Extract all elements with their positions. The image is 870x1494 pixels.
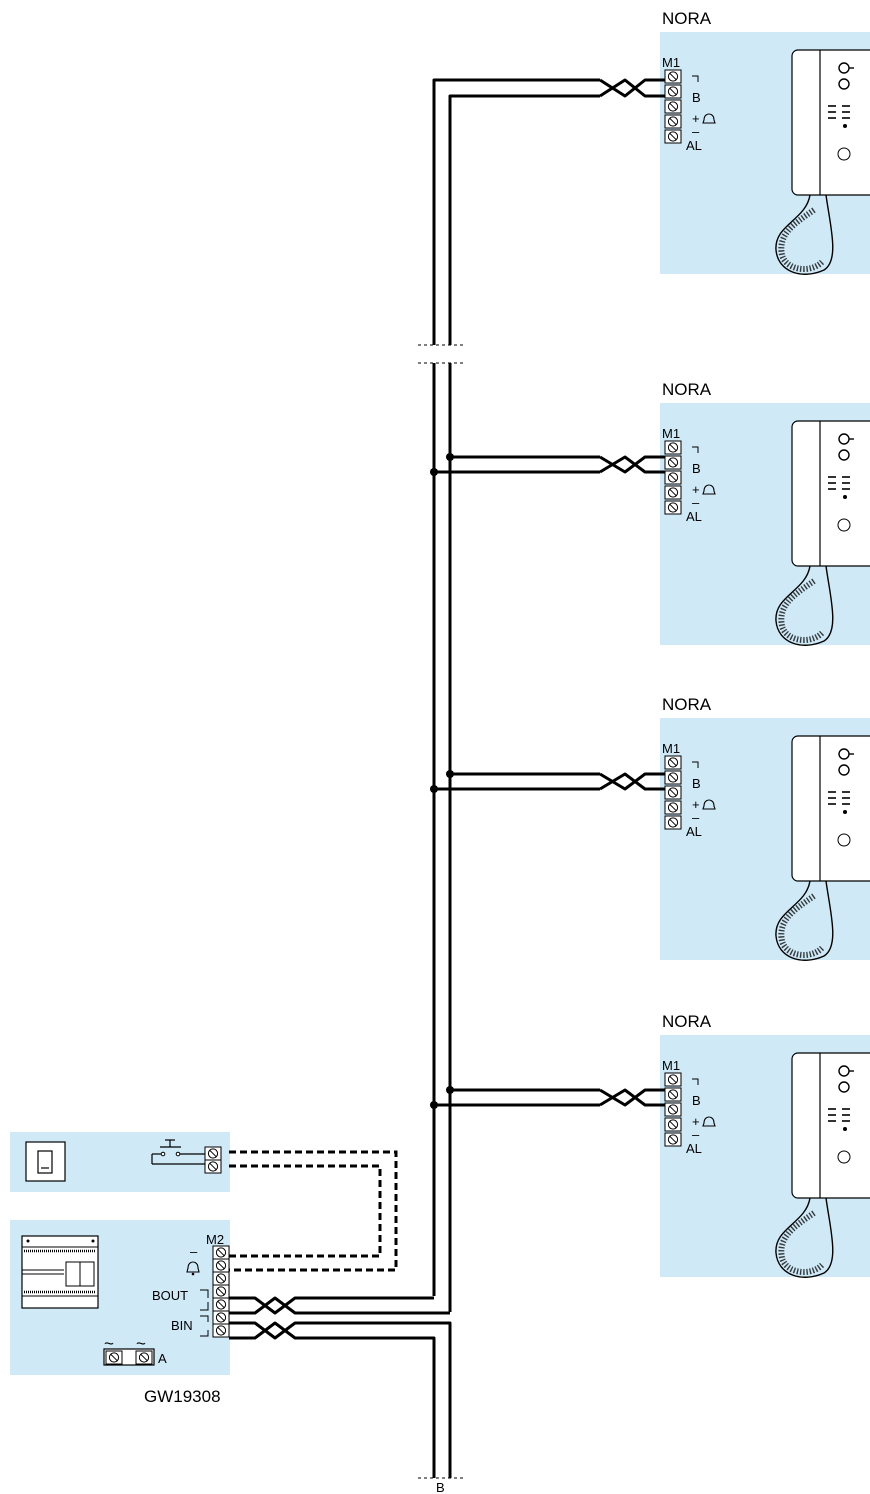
bell-icon <box>702 484 716 495</box>
ps-minus-label: – <box>190 1244 198 1259</box>
minus-label: – <box>692 124 700 139</box>
al-label: AL <box>686 824 702 839</box>
handset-title: NORA <box>662 9 712 28</box>
bus-label: B <box>436 1480 445 1494</box>
terminal-screw <box>664 500 682 515</box>
bracket-line <box>692 1078 699 1085</box>
bell-icon <box>186 1261 200 1276</box>
terminal-screw <box>664 470 682 485</box>
bout-label: BOUT <box>152 1288 188 1303</box>
plus-label: + <box>692 482 700 497</box>
b-label: B <box>692 776 701 791</box>
al-label: AL <box>686 138 702 153</box>
terminal-screw <box>664 485 682 500</box>
terminal-screw <box>664 69 682 84</box>
b-label: B <box>692 1093 701 1108</box>
junction-dots <box>430 453 454 1109</box>
handset-title: NORA <box>662 695 712 714</box>
push-button-icon <box>151 1139 205 1165</box>
power-supply-unit-icon <box>21 1235 99 1309</box>
terminal-screw <box>664 1087 682 1102</box>
m1-label: M1 <box>662 1058 680 1073</box>
terminal-screw <box>664 1072 682 1087</box>
power-supply-model: GW19308 <box>144 1387 221 1406</box>
plus-label: + <box>692 1114 700 1129</box>
terminal-screw <box>664 114 682 129</box>
m1-label: M1 <box>662 55 680 70</box>
terminal-screw <box>664 129 682 144</box>
plus-label: + <box>692 797 700 812</box>
ac-symbol-2: ~ <box>136 1334 146 1353</box>
m2-label: M2 <box>206 1232 224 1247</box>
plus-label: + <box>692 111 700 126</box>
terminal-screw <box>664 440 682 455</box>
al-label: AL <box>686 509 702 524</box>
m1-label: M1 <box>662 426 680 441</box>
terminal-screw <box>664 84 682 99</box>
wall-plate-icon <box>25 1141 66 1182</box>
terminal-screw <box>664 800 682 815</box>
bell-icon <box>702 799 716 810</box>
a-label: A <box>158 1351 167 1366</box>
handset-title: NORA <box>662 380 712 399</box>
riser-wiring <box>229 78 665 1478</box>
ac-symbol-1: ~ <box>104 1334 114 1353</box>
pushbutton-wiring <box>229 1150 398 1272</box>
terminal-screw <box>664 99 682 114</box>
power-supply-panel: M2 – BOUT BIN ~ ~ A <box>10 1220 230 1375</box>
m1-label: M1 <box>662 741 680 756</box>
terminal-screw <box>664 815 682 830</box>
bell-icon <box>702 113 716 124</box>
handset-panel: NORA M1B +–AL <box>660 1012 870 1277</box>
terminal-screw <box>664 455 682 470</box>
bracket-line <box>692 446 699 453</box>
handset-panel: NORA M1B +–AL <box>660 380 870 645</box>
terminal-screw <box>664 1102 682 1117</box>
terminal-screw <box>664 785 682 800</box>
minus-label: – <box>692 495 700 510</box>
bracket-line <box>692 75 699 82</box>
b-label: B <box>692 90 701 105</box>
pushbutton-panel <box>10 1132 230 1192</box>
minus-label: – <box>692 1127 700 1142</box>
terminal-screw <box>664 755 682 770</box>
bin-label: BIN <box>171 1318 193 1333</box>
handset-title: NORA <box>662 1012 712 1031</box>
handset-panel: NORA M1B +–AL <box>660 695 870 960</box>
terminal-screw <box>664 1132 682 1147</box>
bracket-line <box>692 761 699 768</box>
handset-panel: NORA M1B +–AL <box>660 9 870 274</box>
b-label: B <box>692 461 701 476</box>
terminal-screw <box>664 770 682 785</box>
al-label: AL <box>686 1141 702 1156</box>
bell-icon <box>702 1116 716 1127</box>
riser-break-marker <box>418 344 466 1479</box>
minus-label: – <box>692 810 700 825</box>
terminal-screw <box>664 1117 682 1132</box>
